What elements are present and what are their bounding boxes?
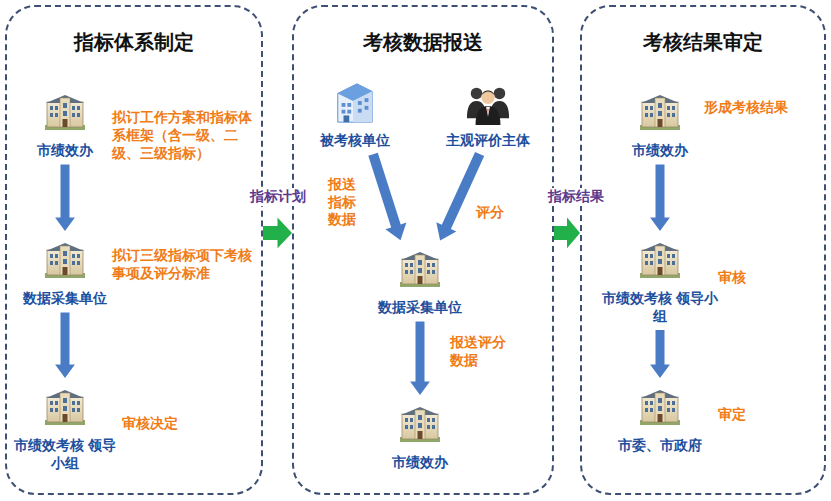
step-note: 形成考核结果 (704, 98, 814, 116)
stage-panel: 考核结果审定市绩效办市绩效考核 领导小组市委、市政府 (580, 5, 826, 495)
step-arrow (410, 322, 430, 396)
step-arrow (650, 165, 670, 232)
stage-title: 指标体系制定 (7, 29, 261, 56)
flow-arrow (263, 218, 292, 249)
unit-node: 数据采集单位 (360, 245, 480, 317)
step-arrow (368, 153, 406, 241)
step-note: 拟订工作方案和指标体系框架（含一级、二级、三级指标） (112, 108, 260, 163)
unit-label: 市绩效考核 领导小组 (600, 290, 720, 325)
unit-node: 市绩效办 (370, 400, 470, 472)
unit-label: 数据采集单位 (10, 290, 120, 308)
step-note: 审核决定 (122, 414, 222, 432)
unit-label: 市绩效办 (15, 142, 115, 160)
stage-title: 考核数据报送 (294, 29, 552, 56)
arrow-label: 报送评分数据 (448, 334, 516, 369)
step-note: 拟订三级指标项下考核事项及评分标准 (112, 246, 260, 282)
unit-node: 市绩效考核 领导小组 (10, 383, 120, 472)
unit-node: 市委、市政府 (600, 383, 720, 455)
unit-label: 市绩效办 (370, 454, 470, 472)
arrow-label: 评分 (474, 204, 512, 222)
stage-title: 考核结果审定 (582, 29, 824, 56)
unit-label: 被考核单位 (300, 132, 410, 150)
unit-node: 主观评价主体 (430, 78, 545, 150)
unit-label: 市绩效办 (610, 142, 710, 160)
arrow-label: 报送指标数据 (326, 176, 362, 229)
stage-panel: 考核数据报送被考核单位 主观评价主体数据采集单位市绩效办 (292, 5, 554, 495)
unit-node: 市绩效办 (610, 88, 710, 160)
flow-arrow (554, 218, 580, 249)
unit-label: 市委、市政府 (600, 437, 720, 455)
unit-node: 数据采集单位 (10, 236, 120, 308)
unit-label: 市绩效考核 领导小组 (10, 437, 120, 472)
arrow-label: 指标计划 (248, 188, 314, 206)
step-arrow (55, 165, 75, 232)
arrow-label: 指标结果 (546, 188, 612, 206)
step-arrow (650, 330, 670, 378)
unit-node: 被考核单位 (300, 78, 410, 150)
unit-node: 市绩效考核 领导小组 (600, 236, 720, 325)
step-arrow (436, 152, 484, 241)
unit-label: 数据采集单位 (360, 299, 480, 317)
unit-node: 市绩效办 (15, 88, 115, 160)
step-arrow (55, 313, 75, 379)
step-note: 审定 (718, 405, 778, 423)
step-note: 审核 (718, 268, 778, 286)
unit-label: 主观评价主体 (430, 132, 545, 150)
